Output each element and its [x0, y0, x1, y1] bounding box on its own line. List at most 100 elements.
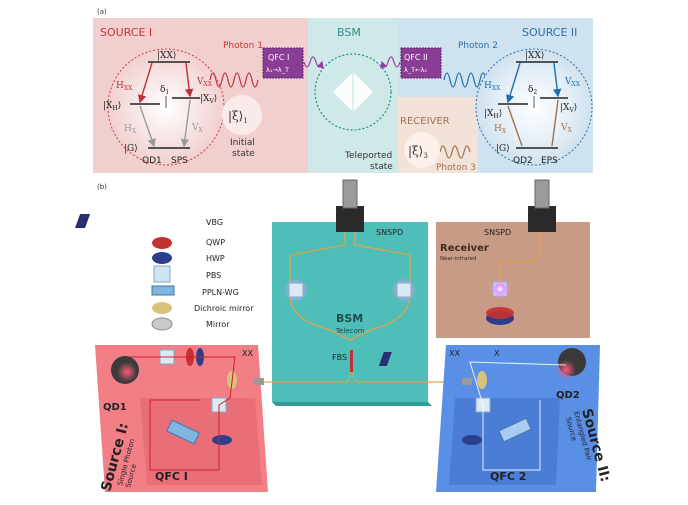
qfc1-box	[262, 47, 304, 79]
qd2-label: QD2	[513, 156, 533, 166]
bsm-pbs-right	[396, 282, 412, 298]
receiver-waveplate-red	[486, 307, 514, 319]
legend-box	[113, 205, 268, 345]
source1-inner	[140, 398, 262, 485]
g-state-label: |G⟩	[124, 144, 138, 154]
dichroic-icon	[152, 302, 172, 314]
vx-arrow	[180, 99, 191, 148]
source1-title: SOURCE I	[100, 26, 152, 39]
panel-b-label: (b)	[97, 183, 107, 191]
qfc2-box	[400, 47, 442, 79]
photon1-label: Photon 1	[223, 41, 263, 51]
sps-label: SPS	[171, 156, 188, 166]
xx-left-label: XX	[242, 349, 253, 358]
qfc1-to-bsm-wave	[303, 56, 324, 69]
receiver-title: RECEIVER	[400, 116, 450, 127]
s1-ppln	[166, 419, 200, 445]
s1-beam	[130, 356, 236, 471]
hxx2-label: HXX	[484, 81, 501, 92]
photon2-label: Photon 2	[458, 41, 498, 51]
vx2-label: VX	[560, 123, 573, 134]
teleported-caption-2: state	[370, 162, 393, 172]
legend-pbs: PBS	[206, 271, 221, 280]
x-right-label: X	[494, 349, 500, 358]
snspd-right-can	[534, 179, 550, 209]
xv-state-label: |XV⟩	[200, 94, 217, 105]
xv2-state-label: |XV⟩	[560, 103, 577, 114]
xi3-glow	[404, 132, 440, 168]
bsm-b-title: BSM	[336, 312, 363, 325]
qwp-icon	[152, 237, 172, 249]
legend-hwp: HWP	[206, 254, 225, 263]
hxx-arrow	[138, 62, 153, 104]
vx2-arrow	[551, 99, 559, 147]
hx-arrow	[139, 105, 156, 148]
s1-mirror	[212, 435, 232, 445]
photon1-wave	[209, 72, 259, 88]
xx2-state-label: |XX⟩	[525, 51, 544, 61]
legend-ppln: PPLN-WG	[202, 288, 239, 297]
fbs-label: FBS	[332, 353, 347, 362]
fbs-element	[350, 350, 353, 372]
delta2-label: δ2	[528, 85, 537, 96]
legend-dichroic: Dichroic mirror	[194, 304, 254, 313]
s2-ppln	[498, 417, 532, 443]
xx-right-label: XX	[449, 349, 460, 358]
source2-title: SOURCE II	[522, 26, 577, 39]
fiber-source1	[262, 371, 351, 383]
pbs-icon	[153, 265, 171, 283]
s2-vbg	[378, 352, 392, 366]
receiver-b-title: Receiver	[440, 243, 489, 254]
xi1-label: |ξ⟩1	[228, 109, 248, 125]
vxx-arrow	[184, 62, 194, 98]
hx-label: HX	[124, 124, 137, 135]
vxx2-arrow	[552, 62, 562, 98]
xx-state-label: |XX⟩	[157, 51, 176, 61]
s2-mirror	[462, 435, 482, 445]
teleported-caption-1: Teleported	[344, 151, 392, 161]
s2-beam	[469, 361, 567, 471]
snspd-left-body	[336, 206, 364, 232]
xh-state-label: |XH⟩	[103, 101, 121, 112]
photon3-wave	[439, 145, 471, 159]
xi3-label: |ξ⟩3	[408, 144, 428, 160]
legend-qwp: QWP	[206, 238, 225, 247]
hx2-label: HX	[494, 124, 507, 135]
hxx2-arrow	[506, 62, 521, 104]
qfc1-conv: λ₁→λ_T	[266, 66, 289, 74]
hxx-label: HXX	[116, 81, 133, 92]
mirror-icon	[151, 317, 173, 331]
receiver-spot	[490, 279, 510, 299]
qd1-glow	[117, 362, 137, 382]
xh2-state-label: |XH⟩	[484, 109, 502, 120]
photon3-label: Photon 3	[436, 163, 476, 173]
panel-a-label: (a)	[97, 8, 107, 16]
snspd-left-can	[342, 179, 358, 209]
vx-label: VX	[191, 123, 204, 134]
ppln-icon	[151, 285, 175, 296]
fiber-source2	[352, 371, 466, 383]
receiver-fiber	[499, 232, 541, 285]
qd1-label: QD1	[142, 156, 162, 166]
receiver-b-sub: Near-infrared	[440, 256, 476, 262]
g2-state-label: |G⟩	[496, 144, 510, 154]
qfc2-b-label: QFC 2	[490, 470, 526, 483]
bsm-circle	[314, 53, 392, 131]
vbg-icon	[75, 214, 91, 228]
bsm-platform-side	[272, 402, 432, 406]
coupler-left	[254, 378, 264, 385]
snspd-left-label: SNSPD	[376, 228, 403, 237]
eps-label: EPS	[541, 156, 558, 166]
delta1-label: δ1	[160, 85, 169, 96]
bsm-pbs-left	[288, 282, 304, 298]
qfc2-conv: λ_T←λ₂	[404, 66, 427, 74]
xi1-caption-1: Initial	[230, 138, 255, 148]
legend-icons	[75, 214, 175, 331]
photon2-wave	[443, 72, 487, 88]
snspd-right-body	[528, 206, 556, 232]
s2-dichroic	[477, 371, 487, 389]
receiver-platform	[436, 222, 590, 338]
qfc1-b-label: QFC I	[155, 470, 188, 483]
vxx2-label: VXX	[564, 77, 581, 88]
qfc2-to-bsm-wave	[380, 56, 401, 69]
